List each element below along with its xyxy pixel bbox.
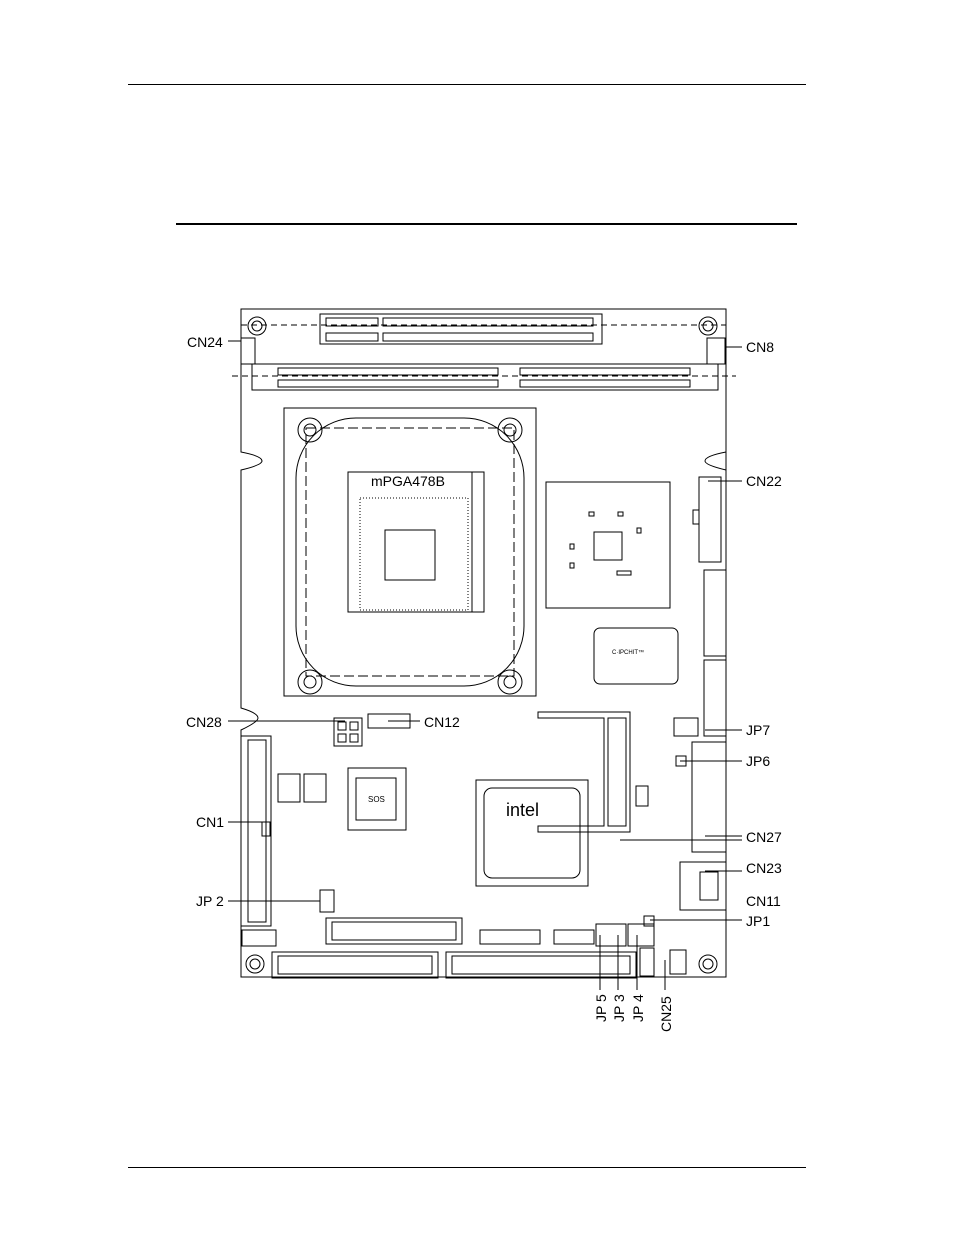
label-cn23: CN23 bbox=[746, 860, 782, 876]
label-cn1: CN1 bbox=[196, 814, 224, 830]
label-jp5: JP 5 bbox=[593, 994, 609, 1022]
bios-label: SOS bbox=[368, 795, 385, 804]
cn22-connector bbox=[699, 477, 721, 562]
cn11-connector bbox=[680, 862, 726, 910]
label-jp3: JP 3 bbox=[611, 994, 627, 1022]
cn24-connector bbox=[241, 338, 255, 364]
intel-logo: intel bbox=[506, 800, 539, 820]
mount-hole bbox=[248, 317, 266, 335]
mount-hole bbox=[246, 955, 264, 973]
right-header bbox=[704, 570, 726, 656]
label-jp1: JP1 bbox=[746, 913, 770, 929]
jp7-jumper bbox=[674, 718, 698, 736]
socket-label: mPGA478B bbox=[371, 473, 445, 489]
label-cn12: CN12 bbox=[424, 714, 460, 730]
northbridge-chip bbox=[546, 482, 670, 608]
cn8-connector bbox=[707, 338, 725, 364]
jp2-jumper bbox=[320, 890, 334, 912]
label-cn24: CN24 bbox=[187, 334, 223, 350]
label-cn25: CN25 bbox=[658, 996, 674, 1032]
label-jp2: JP 2 bbox=[196, 893, 224, 909]
label-jp4: JP 4 bbox=[630, 994, 646, 1022]
board-outline bbox=[241, 309, 726, 977]
label-cn8: CN8 bbox=[746, 339, 774, 355]
superio-brand: C·IPCHIT™ bbox=[612, 649, 644, 656]
mount-hole bbox=[699, 317, 717, 335]
cn25-connector bbox=[640, 948, 654, 976]
label-jp7: JP7 bbox=[746, 722, 770, 738]
label-jp6: JP6 bbox=[746, 753, 770, 769]
cn23-slot bbox=[538, 712, 630, 832]
label-cn27: CN27 bbox=[746, 829, 782, 845]
label-cn11: CN11 bbox=[746, 893, 781, 909]
superio-chip bbox=[594, 628, 678, 684]
label-cn28: CN28 bbox=[186, 714, 222, 730]
right-header-2 bbox=[704, 660, 726, 736]
label-cn22: CN22 bbox=[746, 473, 782, 489]
southbridge-chip bbox=[476, 780, 588, 886]
cpu-socket bbox=[348, 472, 484, 612]
mount-hole bbox=[699, 955, 717, 973]
cpu-retention-frame bbox=[284, 408, 536, 696]
